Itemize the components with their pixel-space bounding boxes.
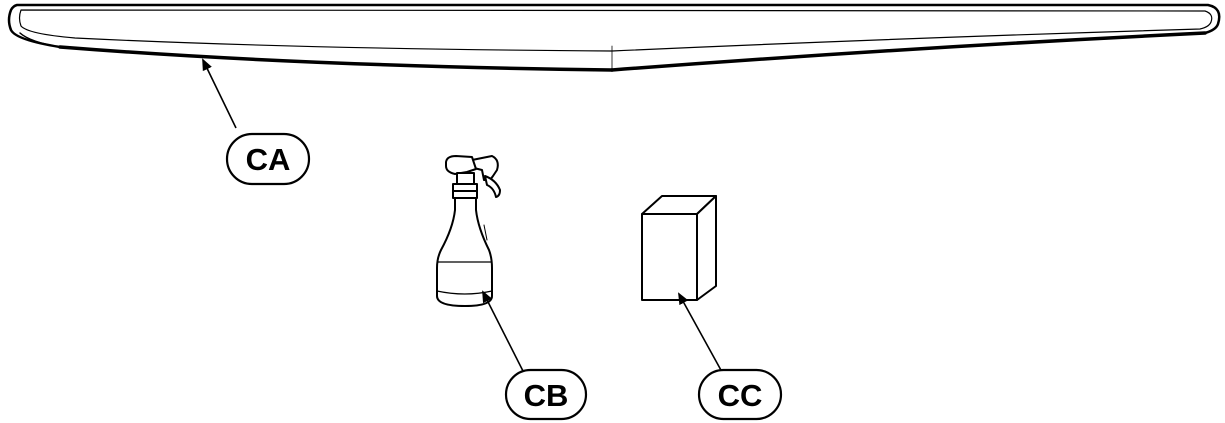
leader-line-cb bbox=[482, 290, 525, 374]
sponge-block bbox=[641, 195, 717, 301]
spoiler-panel bbox=[7, 3, 1221, 72]
callout-cb-badge bbox=[504, 368, 588, 421]
callout-ca: CA bbox=[225, 132, 311, 186]
leader-line-ca bbox=[202, 58, 237, 129]
callout-cc-badge bbox=[697, 368, 783, 421]
callout-ca-badge bbox=[225, 132, 311, 186]
spray-bottle bbox=[436, 155, 501, 307]
callout-cb: CB bbox=[504, 368, 588, 421]
callout-cc-label: CC bbox=[718, 378, 763, 413]
callout-cc: CC bbox=[697, 368, 783, 421]
leader-line-cc bbox=[678, 292, 723, 373]
callout-ca-label: CA bbox=[246, 142, 291, 177]
callout-cb-label: CB bbox=[524, 378, 569, 413]
